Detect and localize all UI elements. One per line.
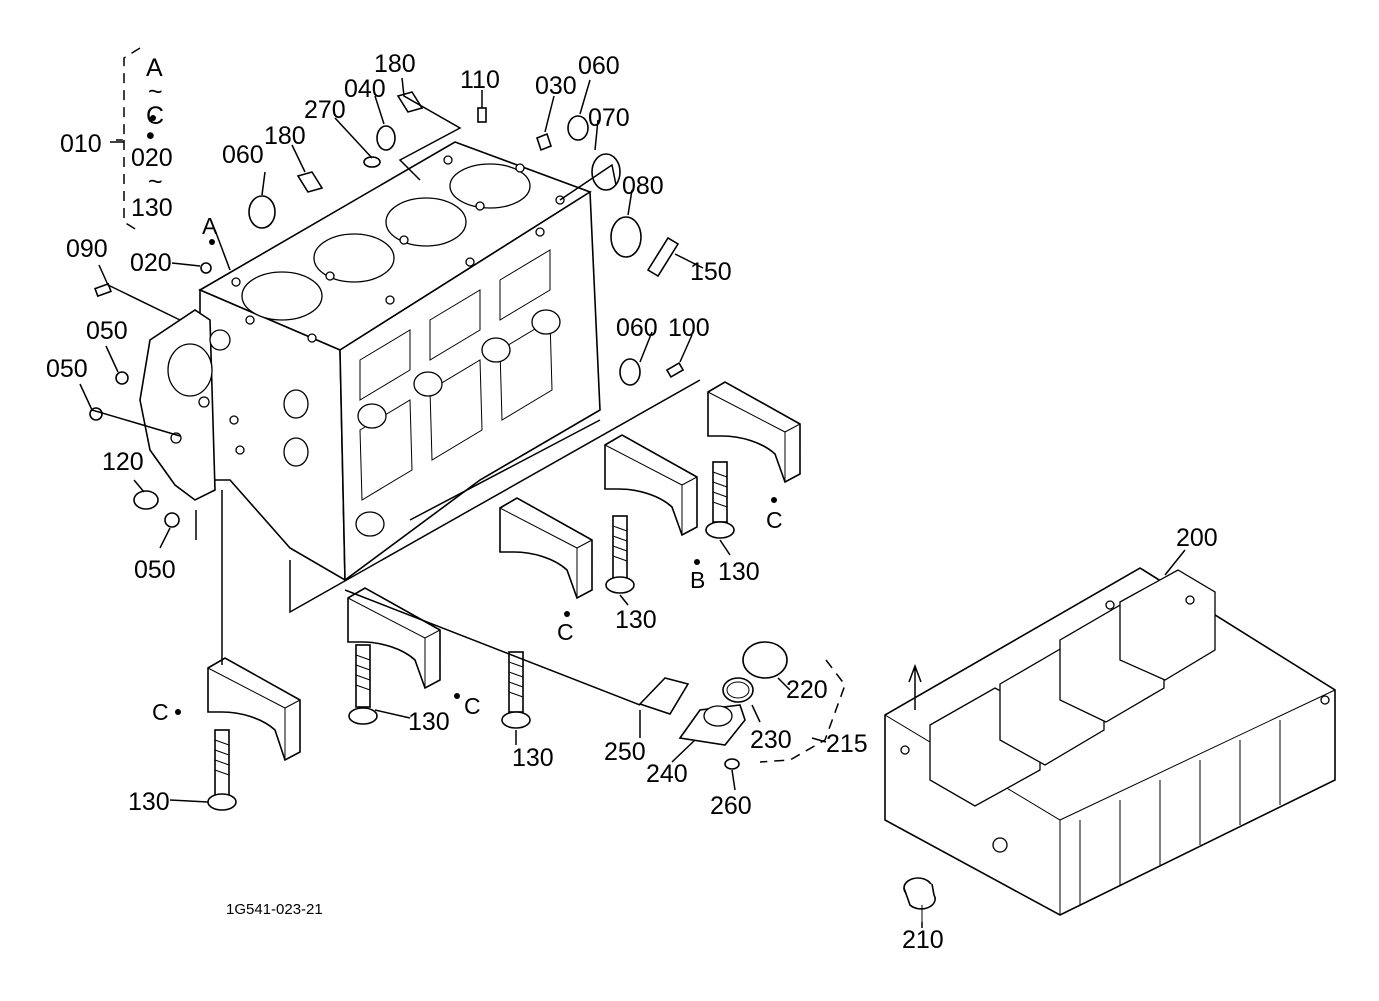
kit-010-bracket	[116, 47, 141, 233]
bearing-cap-5	[705, 381, 801, 539]
label-230: 230	[750, 726, 792, 754]
bearing-cap-4	[604, 434, 698, 594]
label-040: 040	[344, 75, 386, 103]
letter-c-3: C	[464, 693, 481, 719]
label-180-b: 180	[264, 122, 306, 150]
orientation-arrow-right	[908, 663, 922, 710]
label-010-range-020: 020	[131, 144, 173, 172]
label-200: 200	[1176, 524, 1218, 552]
label-210: 210	[902, 926, 944, 954]
label-090: 090	[66, 235, 108, 263]
letter-b: B	[690, 567, 705, 593]
label-180-a: 180	[374, 50, 416, 78]
label-130-d: 130	[615, 606, 657, 634]
bearing-cap-1	[207, 657, 301, 811]
letter-c-2: C	[557, 619, 574, 645]
letter-a: A	[202, 213, 218, 239]
dot-c1	[771, 497, 777, 503]
label-010-range-a: A	[146, 54, 163, 82]
dot-c3	[454, 693, 460, 699]
label-060-b: 060	[222, 141, 264, 169]
cylinder-block	[139, 141, 601, 582]
label-070: 070	[588, 104, 630, 132]
label-270: 270	[304, 96, 346, 124]
label-120: 120	[102, 448, 144, 476]
dot-b	[694, 559, 700, 565]
label-260: 260	[710, 792, 752, 820]
label-010-dot: •	[146, 122, 155, 150]
label-010-range-130: 130	[131, 194, 173, 222]
label-050-a: 050	[86, 317, 128, 345]
label-050-c: 050	[134, 556, 176, 584]
bearing-cap-3	[499, 497, 593, 729]
label-215: 215	[826, 730, 868, 758]
label-250: 250	[604, 738, 646, 766]
part-labels: 010 A ~ C • 020 ~ 130 020 030 040 050 05…	[46, 50, 1218, 954]
plug-210	[903, 877, 936, 922]
label-100: 100	[668, 314, 710, 342]
small-parts	[89, 91, 788, 770]
label-150: 150	[690, 258, 732, 286]
label-010: 010	[60, 130, 102, 158]
label-130-e: 130	[718, 558, 760, 586]
label-130-c: 130	[512, 744, 554, 772]
label-010-tilde-2: ~	[148, 168, 163, 196]
label-080: 080	[622, 172, 664, 200]
letter-c-1: C	[766, 507, 783, 533]
label-020: 020	[130, 249, 172, 277]
drawing-code: 1G541-023-21	[226, 901, 323, 918]
label-010-tilde-1: ~	[148, 78, 163, 106]
leader-lines	[79, 77, 1186, 928]
dot-010	[150, 115, 156, 121]
label-130-b: 130	[408, 708, 450, 736]
lower-crankcase	[884, 567, 1336, 916]
label-220: 220	[786, 676, 828, 704]
dot-a	[209, 239, 215, 245]
label-050-b: 050	[46, 355, 88, 383]
label-030: 030	[535, 72, 577, 100]
bearing-cap-2	[347, 587, 441, 725]
dot-c4	[175, 709, 181, 715]
label-010-range-c: C	[146, 102, 164, 130]
label-130-a: 130	[128, 788, 170, 816]
label-060-c: 060	[616, 314, 658, 342]
letter-c-4: C	[152, 699, 169, 725]
label-060-a: 060	[578, 52, 620, 80]
label-110: 110	[460, 66, 500, 94]
dot-c2	[564, 611, 570, 617]
label-240: 240	[646, 760, 688, 788]
